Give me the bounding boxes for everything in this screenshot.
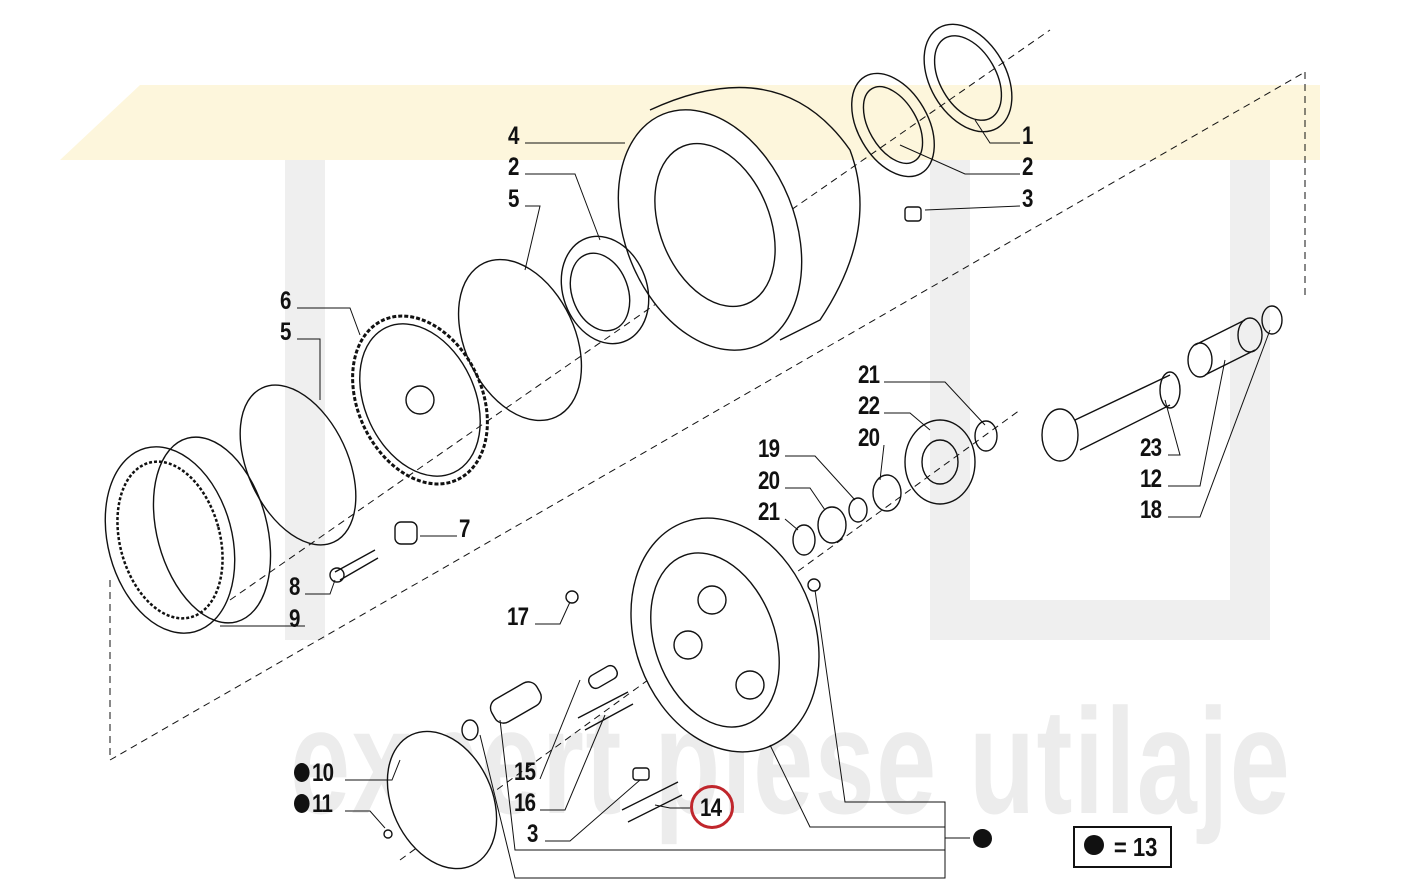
label-10-text: 10 <box>312 759 334 787</box>
legend-text: = 13 <box>1113 831 1158 862</box>
bullet-icon <box>1083 835 1104 855</box>
label-4: 4 <box>508 122 519 150</box>
label-20: 20 <box>758 467 780 495</box>
part-screw-11 <box>383 829 393 839</box>
label-22: 22 <box>858 392 880 420</box>
part-bushing-7 <box>394 521 418 545</box>
part-needle-bearing-20b <box>817 506 847 544</box>
part-plug-3b <box>632 767 650 781</box>
bullet-icon <box>973 829 992 848</box>
part-plug-3 <box>904 206 922 222</box>
label-20: 20 <box>858 424 880 452</box>
label-3: 3 <box>527 820 538 848</box>
leader-lines <box>220 119 1271 879</box>
label-21: 21 <box>758 498 780 526</box>
label-7: 7 <box>459 515 470 543</box>
label-11: 11 <box>294 790 333 818</box>
part-ring-gear-9 <box>104 436 272 634</box>
part-snap-ring-5 <box>457 258 583 422</box>
label-9: 9 <box>289 605 300 633</box>
part-bearing-2-lower <box>560 235 650 345</box>
label-5: 5 <box>280 318 291 346</box>
legend-box: = 13 <box>1073 826 1172 868</box>
part-circlip-18 <box>1261 305 1283 335</box>
label-23: 23 <box>1140 434 1162 462</box>
part-planet-gear-22 <box>904 419 976 505</box>
part-bolt-8 <box>334 549 379 581</box>
part-sleeve-12 <box>1187 317 1263 378</box>
part-screw-17 <box>565 590 579 604</box>
label-17: 17 <box>507 603 529 631</box>
label-2: 2 <box>1022 153 1033 181</box>
part-spacer-19 <box>848 497 868 523</box>
part-bearing-2 <box>851 72 935 178</box>
axis-lines <box>109 29 1306 861</box>
label-14: 14 <box>700 794 722 822</box>
part-sun-shaft-23 <box>1041 371 1181 462</box>
part-needle-bearing-20 <box>872 474 902 512</box>
part-stud-14 <box>621 781 683 823</box>
label-11-text: 11 <box>312 790 333 818</box>
part-cover-11 <box>386 719 498 870</box>
highlight-circle <box>690 785 734 829</box>
part-planet-carrier <box>630 517 820 753</box>
label-6: 6 <box>280 287 291 315</box>
part-seal-1 <box>923 23 1013 133</box>
part-pin-15 <box>489 681 542 724</box>
part-snap-ring-5-lower <box>239 384 357 546</box>
label-18: 18 <box>1140 496 1162 524</box>
part-washer-21 <box>974 420 998 452</box>
part-stud-16 <box>577 691 634 731</box>
label-8: 8 <box>289 573 300 601</box>
part-pin-small <box>588 664 618 690</box>
label-19: 19 <box>758 435 780 463</box>
bullet-icon <box>294 762 310 782</box>
label-3: 3 <box>1022 185 1033 213</box>
label-10: 10 <box>294 759 334 787</box>
label-16: 16 <box>514 789 536 817</box>
label-15: 15 <box>514 758 536 786</box>
label-1: 1 <box>1022 122 1033 150</box>
part-bolt-10 <box>807 578 821 592</box>
label-2: 2 <box>508 153 519 181</box>
bullet-icon <box>294 793 310 813</box>
label-5: 5 <box>508 185 519 213</box>
label-21: 21 <box>858 361 880 389</box>
part-gear-6 <box>351 314 489 486</box>
part-washer-21b <box>792 524 816 556</box>
label-12: 12 <box>1140 465 1162 493</box>
part-hub-4 <box>617 86 861 351</box>
